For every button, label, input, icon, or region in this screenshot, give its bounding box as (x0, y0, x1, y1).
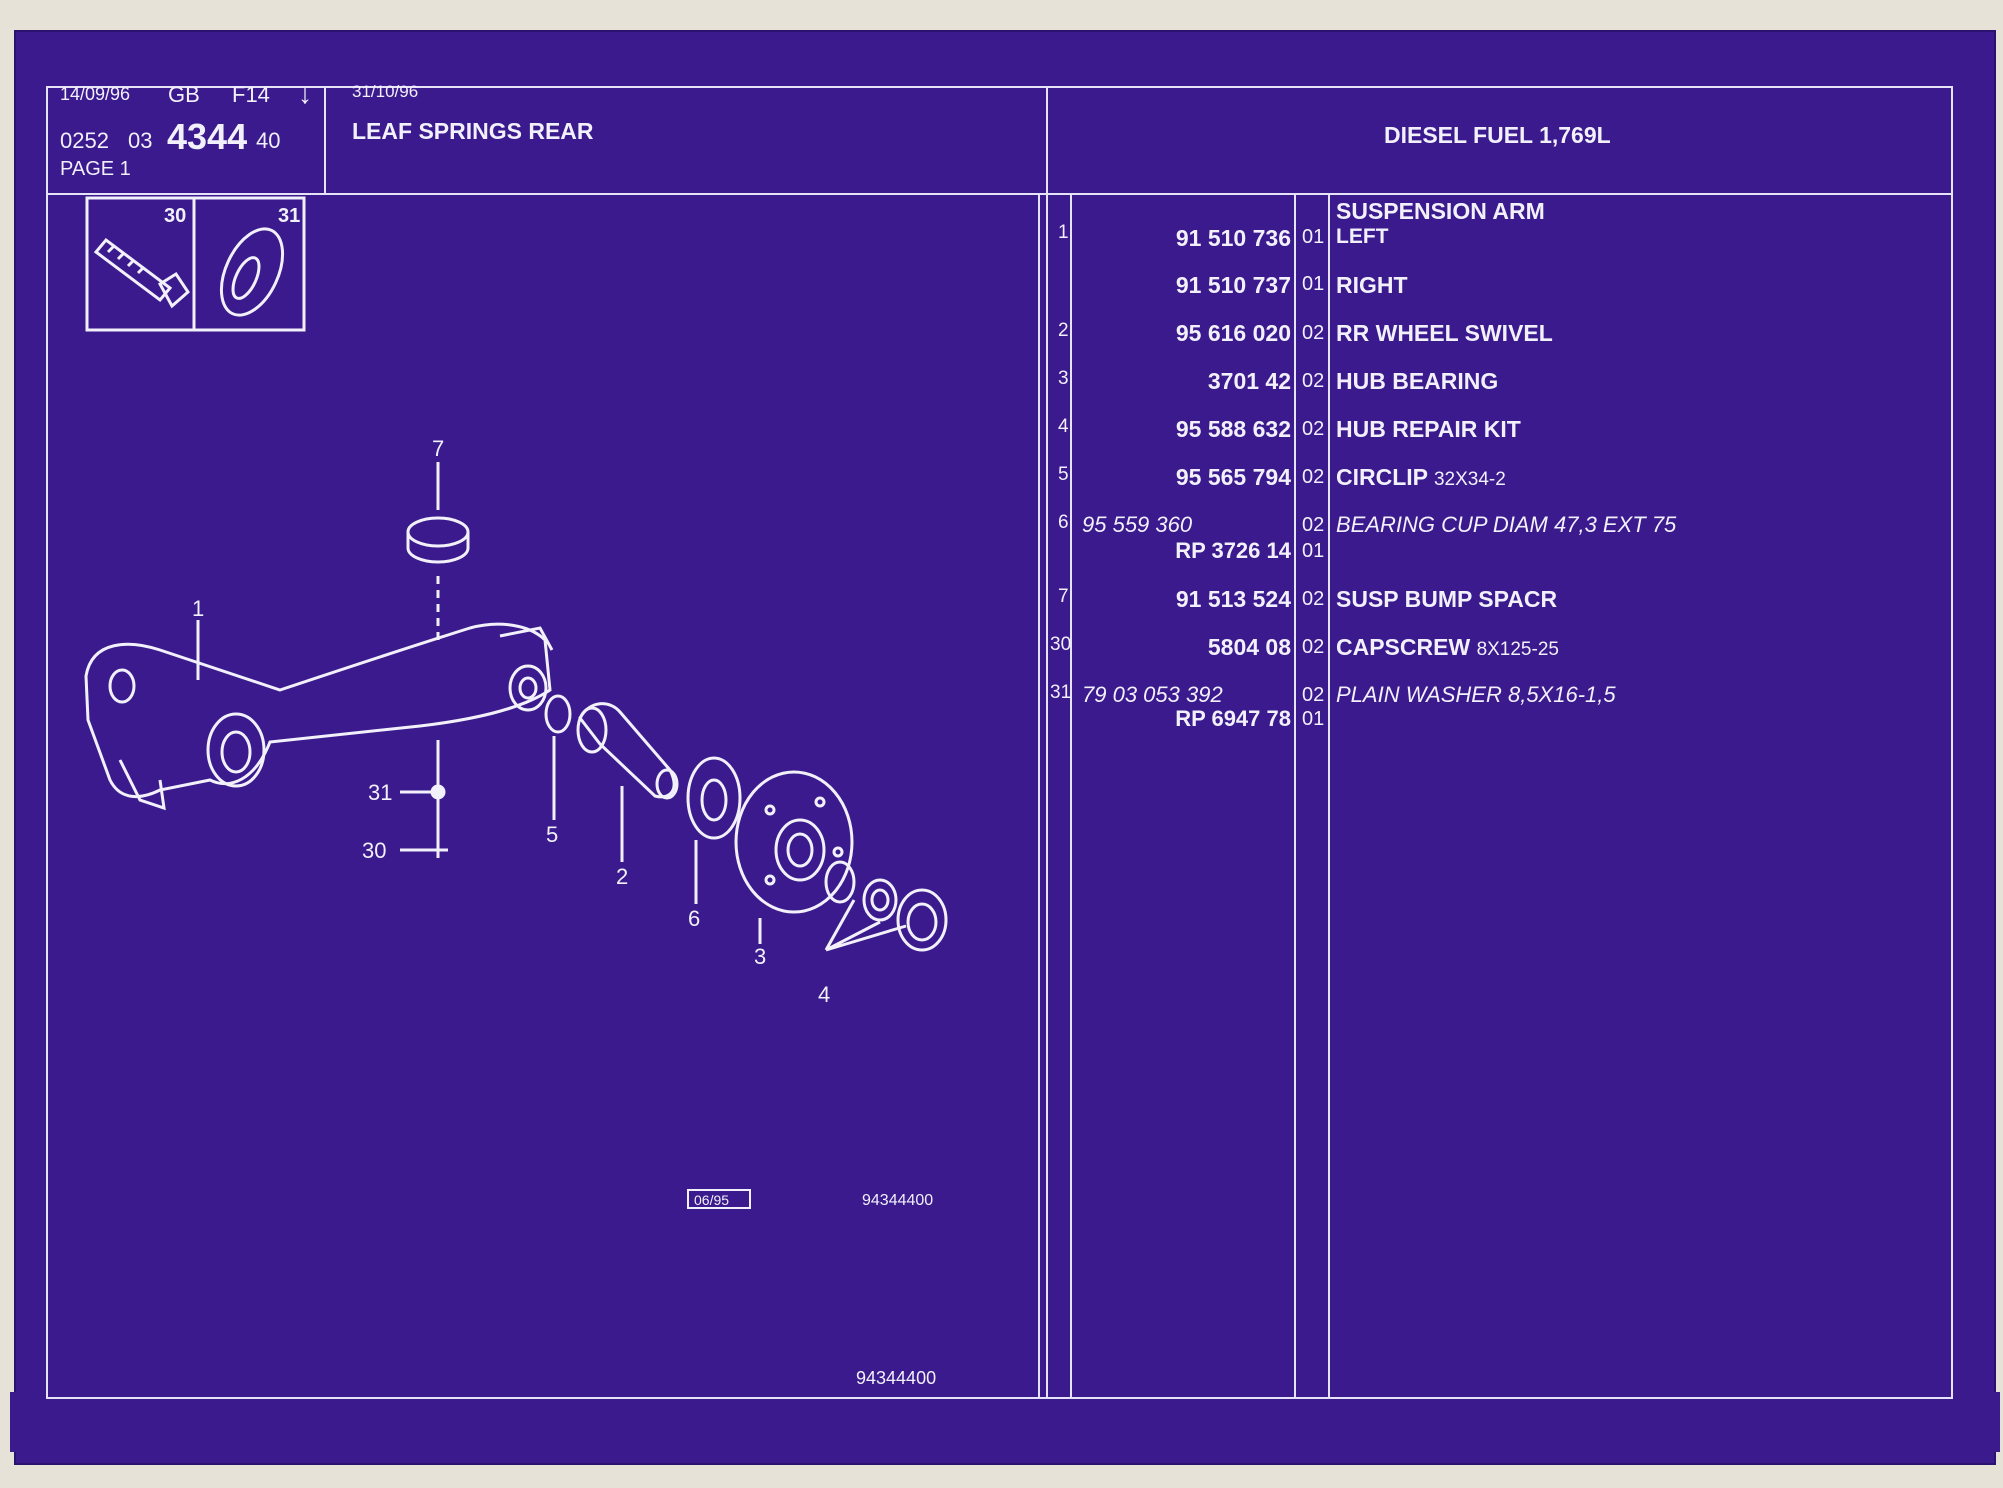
part-desc-extra: 8X125-25 (1476, 639, 1559, 660)
header-page: PAGE 1 (60, 158, 131, 180)
part-index: 3 (1058, 368, 1069, 389)
part-desc: CIRCLIP 32X34-2 (1336, 464, 1506, 491)
part-number: 91 510 736 (1175, 225, 1291, 251)
part-qty: 01 (1302, 273, 1325, 295)
part-desc: BEARING CUP DIAM 47,3 EXT 75 (1336, 512, 1677, 537)
part-index: 30 (1050, 634, 1072, 655)
part-number: RP 6947 78 (1175, 706, 1291, 731)
part-number-alt: 95 559 360 (1082, 512, 1193, 537)
header-date: 14/09/96 (60, 84, 131, 104)
part-number: 91 513 524 (1175, 586, 1291, 612)
part-desc: HUB BEARING (1336, 368, 1499, 394)
part-qty: 01 (1302, 708, 1325, 730)
part-qty: 01 (1302, 540, 1325, 562)
part-desc-extra: 32X34-2 (1433, 469, 1506, 490)
header-ref-b: 03 (128, 128, 153, 153)
header-ref-c: 40 (256, 128, 281, 153)
part-qty: 02 (1302, 466, 1325, 488)
suspension-arm (84, 620, 554, 811)
inset-label-31: 31 (278, 205, 300, 227)
part-qty: 02 (1302, 684, 1325, 706)
part-number: 3701 42 (1207, 368, 1291, 394)
catalog-sheet (14, 30, 1996, 1465)
down-arrow-icon: ↓ (298, 78, 312, 109)
part-desc-text: CIRCLIP (1336, 464, 1428, 490)
callout-6: 6 (688, 906, 700, 931)
header-date-2: 31/10/96 (352, 82, 419, 101)
part-number: 95 616 020 (1175, 320, 1291, 346)
part-desc: SUSP BUMP SPACR (1336, 586, 1558, 612)
callout-2: 2 (616, 864, 628, 889)
part-qty: 02 (1302, 588, 1325, 610)
part-desc: HUB REPAIR KIT (1336, 416, 1521, 442)
hub-bearing (734, 770, 854, 944)
ref-bottom: 94344400 (856, 1368, 936, 1388)
washer-icon (219, 227, 285, 317)
circlip (544, 694, 572, 820)
header-lang: GB (168, 82, 200, 107)
outer-frame (46, 86, 1953, 1399)
page-title: LEAF SPRINGS REAR (352, 118, 594, 144)
part-desc: PLAIN WASHER 8,5X16-1,5 (1336, 682, 1616, 707)
callout-30: 30 (362, 838, 386, 863)
bearing-cup (686, 756, 742, 904)
parts-col-line-3 (1328, 193, 1330, 1399)
part-index: 31 (1050, 682, 1072, 703)
header-ref-main: 4344 (167, 116, 248, 157)
part-desc: LEFT (1336, 225, 1389, 248)
panel-divider-inner (1038, 193, 1040, 1399)
part-desc: RIGHT (1336, 272, 1408, 298)
callout-5: 5 (546, 822, 558, 847)
parts-col-line-2 (1294, 193, 1296, 1399)
parts-top-line (1046, 193, 1953, 195)
part-index: 4 (1058, 416, 1069, 437)
part-qty: 02 (1302, 322, 1325, 344)
callout-1: 1 (192, 596, 204, 621)
header-code: F14 (232, 82, 270, 107)
header-ref-a: 0252 (60, 128, 109, 153)
part-qty: 02 (1302, 418, 1325, 440)
ref-small: 94344400 (862, 1192, 933, 1209)
callout-31: 31 (368, 780, 392, 805)
part-number: 95 588 632 (1175, 416, 1291, 442)
part-qty: 01 (1302, 226, 1325, 248)
part-number: 5804 08 (1207, 634, 1291, 660)
part-index: 5 (1058, 464, 1069, 485)
part-desc: SUSPENSION ARM (1336, 198, 1545, 224)
part-desc-text: CAPSCREW (1336, 634, 1471, 660)
date-box (687, 1189, 751, 1209)
parts-col-line-1 (1070, 193, 1072, 1399)
inset-label-30: 30 (164, 205, 186, 227)
callout-4: 4 (818, 982, 830, 1007)
bolt-icon (93, 237, 190, 309)
header-divider (46, 193, 1953, 195)
fastener-markers (400, 740, 448, 858)
part-number-alt: 79 03 053 392 (1082, 682, 1223, 707)
part-desc: RR WHEEL SWIVEL (1336, 320, 1553, 346)
bump-spacer (406, 462, 470, 640)
part-index: 2 (1058, 320, 1069, 341)
part-index: 6 (1058, 512, 1069, 533)
hub-repair-kit (824, 860, 948, 952)
engine-label: DIESEL FUEL 1,769L (1384, 122, 1611, 148)
part-index: 7 (1058, 586, 1069, 607)
part-desc: CAPSCREW 8X125-25 (1336, 634, 1559, 661)
date-box-text: 06/95 (694, 1192, 729, 1208)
callout-7: 7 (432, 436, 444, 461)
part-index: 1 (1058, 222, 1069, 243)
panel-divider (1046, 86, 1048, 1399)
part-number: 91 510 737 (1175, 272, 1291, 298)
part-qty: 02 (1302, 370, 1325, 392)
wheel-swivel (576, 702, 679, 862)
part-number: RP 3726 14 (1175, 538, 1291, 563)
part-qty: 02 (1302, 514, 1325, 536)
sheet-shadow (10, 1392, 2000, 1452)
header-divider-1 (324, 86, 326, 194)
callout-3: 3 (754, 944, 766, 969)
part-qty: 02 (1302, 636, 1325, 658)
part-number: 95 565 794 (1175, 464, 1291, 490)
